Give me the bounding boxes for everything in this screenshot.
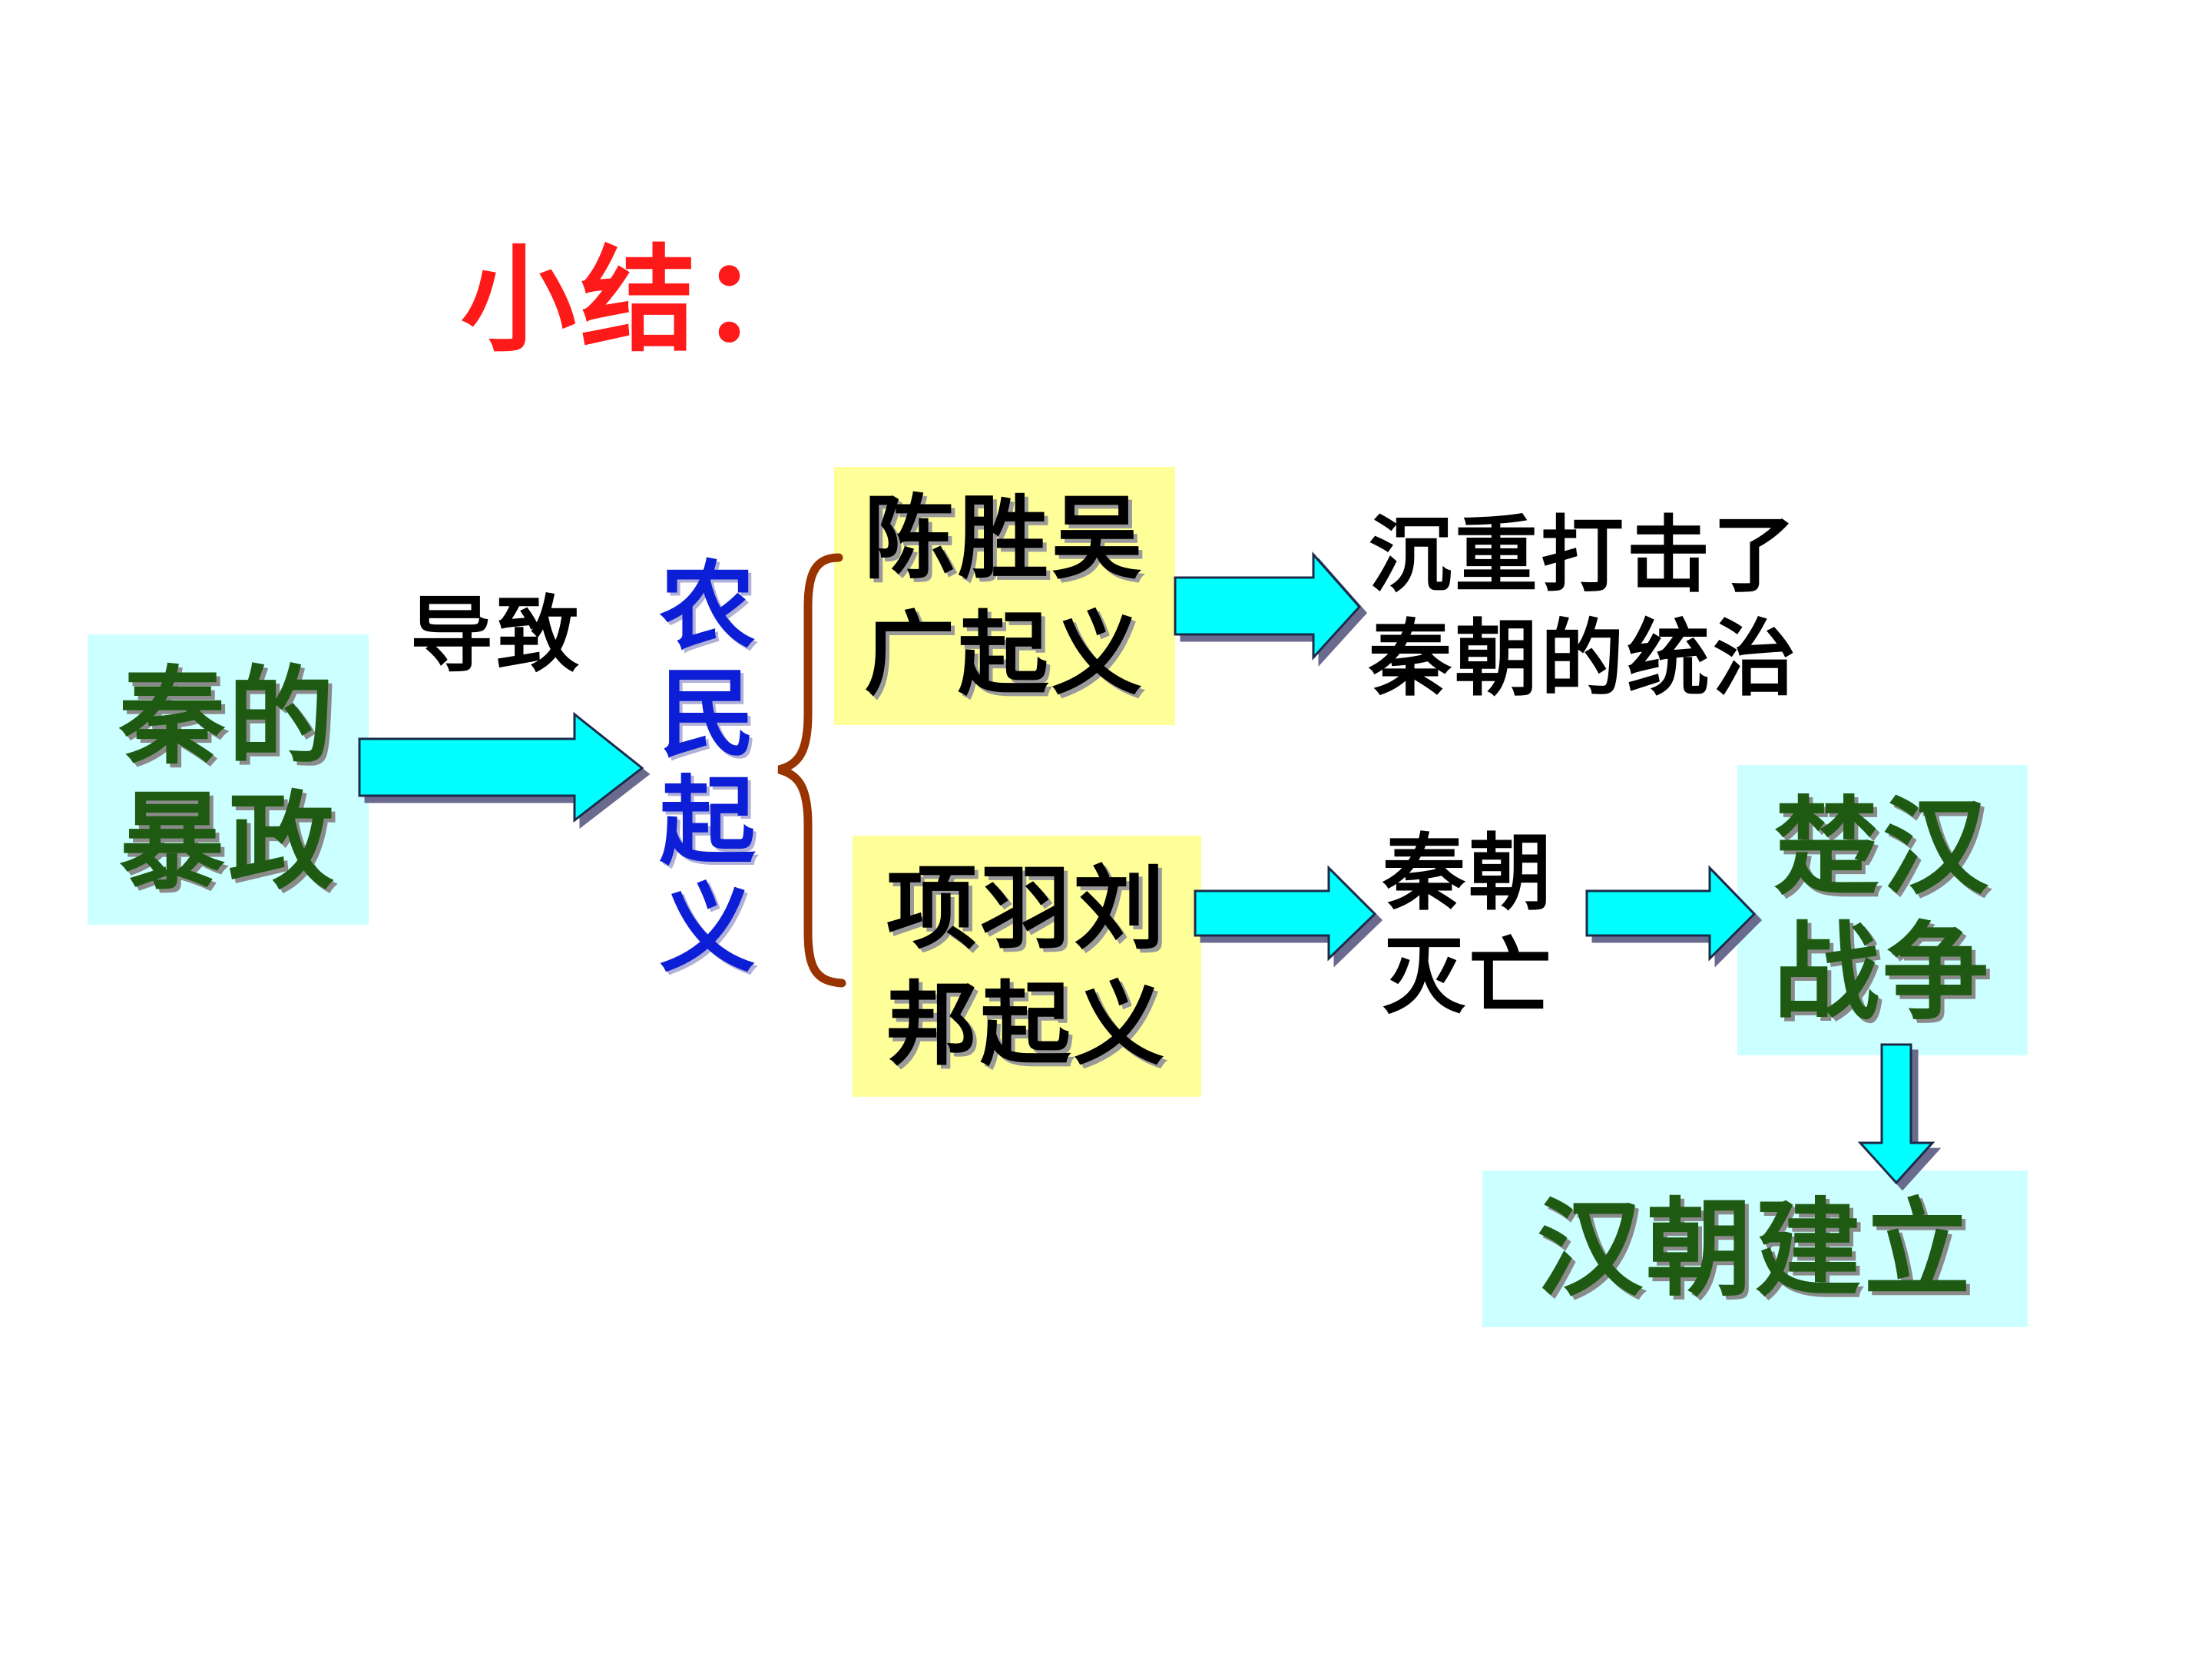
arrow-right-icon	[358, 711, 644, 823]
xiang-liu-line-2: 邦起义	[886, 971, 1167, 1078]
xiang-liu-uprising-box: 项羽刘 邦起义	[853, 836, 1201, 1097]
chen-wu-result-line-2: 秦朝的统治	[1369, 611, 1800, 707]
chen-wu-result-text: 沉重打击了 秦朝的统治	[1369, 504, 1799, 711]
cause-box: 秦的 暴政	[88, 634, 369, 925]
han-established-text: 汉朝建立	[1536, 1185, 1973, 1311]
peasant-uprising-label: 农 民 起 义	[657, 553, 757, 983]
arrow-right-icon	[1585, 865, 1757, 962]
arrow-down-icon	[1857, 1043, 1936, 1185]
chen-wu-uprising-box: 陈胜吴 广起义	[834, 467, 1175, 725]
cause-line-2: 暴政	[118, 779, 337, 904]
chen-wu-line-2: 广起义	[863, 601, 1145, 707]
arrow-label-lead-to: 导致	[410, 587, 583, 684]
chu-han-war-box: 楚汉 战争	[1737, 765, 2028, 1055]
chen-wu-line-1: 陈胜吴	[863, 484, 1145, 591]
cause-line-1: 秦的	[118, 654, 337, 780]
uprising-char-1: 农	[659, 551, 756, 663]
qin-fall-text: 秦朝 灭亡	[1382, 822, 1555, 1029]
qin-fall-line-1: 秦朝	[1382, 825, 1555, 922]
han-established-box: 汉朝建立	[1482, 1171, 2028, 1327]
chu-han-line-1: 楚汉	[1773, 784, 1992, 910]
curly-brace-icon	[777, 553, 846, 988]
chen-wu-result-line-1: 沉重打击了	[1369, 507, 1800, 604]
chu-han-line-2: 战争	[1773, 909, 1992, 1035]
xiang-liu-line-1: 项羽刘	[886, 854, 1167, 962]
uprising-char-4: 义	[659, 873, 756, 985]
page-title: 小结：	[461, 234, 821, 368]
qin-fall-line-2: 灭亡	[1382, 929, 1555, 1025]
uprising-char-2: 民	[659, 658, 756, 770]
arrow-right-icon	[1174, 551, 1362, 661]
uprising-char-3: 起	[659, 766, 756, 878]
arrow-right-icon	[1194, 865, 1377, 962]
